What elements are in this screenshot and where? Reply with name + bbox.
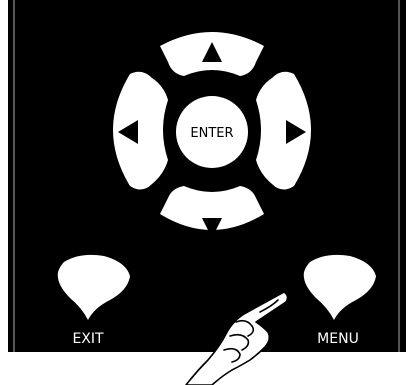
right-button[interactable]: [256, 71, 311, 190]
exit-label: EXIT: [72, 331, 104, 347]
left-button[interactable]: [113, 71, 168, 190]
left-arrow-icon: [118, 120, 138, 144]
down-arrow-icon: [202, 218, 222, 238]
menu-button[interactable]: [303, 254, 376, 320]
enter-button[interactable]: [176, 96, 248, 168]
enter-label: ENTER: [190, 126, 233, 141]
right-arrow-icon: [286, 120, 306, 144]
menu-label: MENU: [317, 331, 359, 347]
exit-button[interactable]: [57, 254, 130, 320]
up-arrow-icon: [202, 42, 222, 62]
pointing-hand-icon: [185, 291, 289, 385]
down-button[interactable]: [160, 186, 264, 230]
